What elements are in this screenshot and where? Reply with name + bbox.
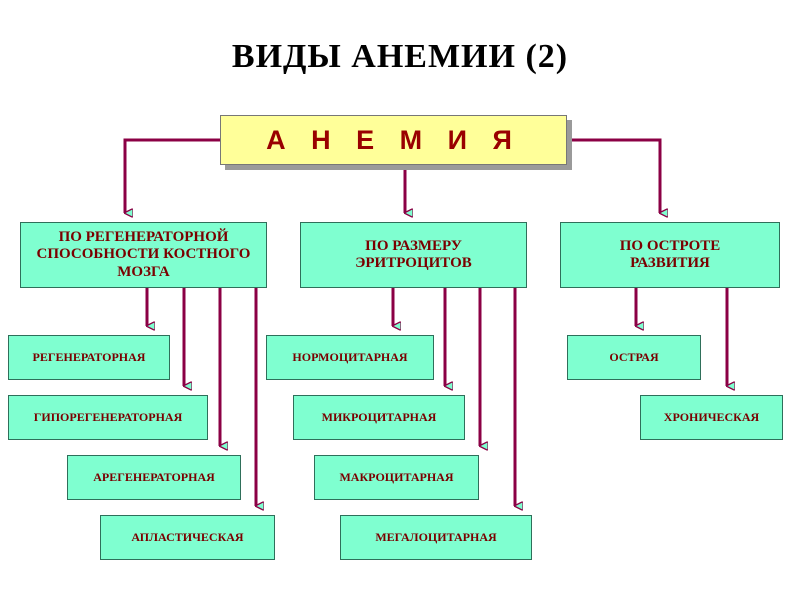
root-node-anemia: А Н Е М И Я: [220, 115, 567, 165]
category-regenerative-capacity: ПО РЕГЕНЕРАТОРНОЙ СПОСОБНОСТИ КОСТНОГО М…: [20, 222, 267, 288]
item-aregenerative: АРЕГЕНЕРАТОРНАЯ: [67, 455, 241, 500]
item-hyporegenerative: ГИПОРЕГЕНЕРАТОРНАЯ: [8, 395, 208, 440]
category-erythrocyte-size: ПО РАЗМЕРУ ЭРИТРОЦИТОВ: [300, 222, 527, 288]
item-microcytic: МИКРОЦИТАРНАЯ: [293, 395, 465, 440]
item-chronic: ХРОНИЧЕСКАЯ: [640, 395, 783, 440]
page-title: ВИДЫ АНЕМИИ (2): [231, 38, 569, 75]
category-development-acuity: ПО ОСТРОТЕ РАЗВИТИЯ: [560, 222, 780, 288]
item-acute: ОСТРАЯ: [567, 335, 701, 380]
item-normocytic: НОРМОЦИТАРНАЯ: [266, 335, 434, 380]
connector-root-cat-3: [567, 138, 660, 213]
connector-root-cat-1: [123, 138, 220, 213]
item-regenerative: РЕГЕНЕРАТОРНАЯ: [8, 335, 170, 380]
item-aplastic: АПЛАСТИЧЕСКАЯ: [100, 515, 275, 560]
item-macrocytic: МАКРОЦИТАРНАЯ: [314, 455, 479, 500]
item-megalocytic: МЕГАЛОЦИТАРНАЯ: [340, 515, 532, 560]
